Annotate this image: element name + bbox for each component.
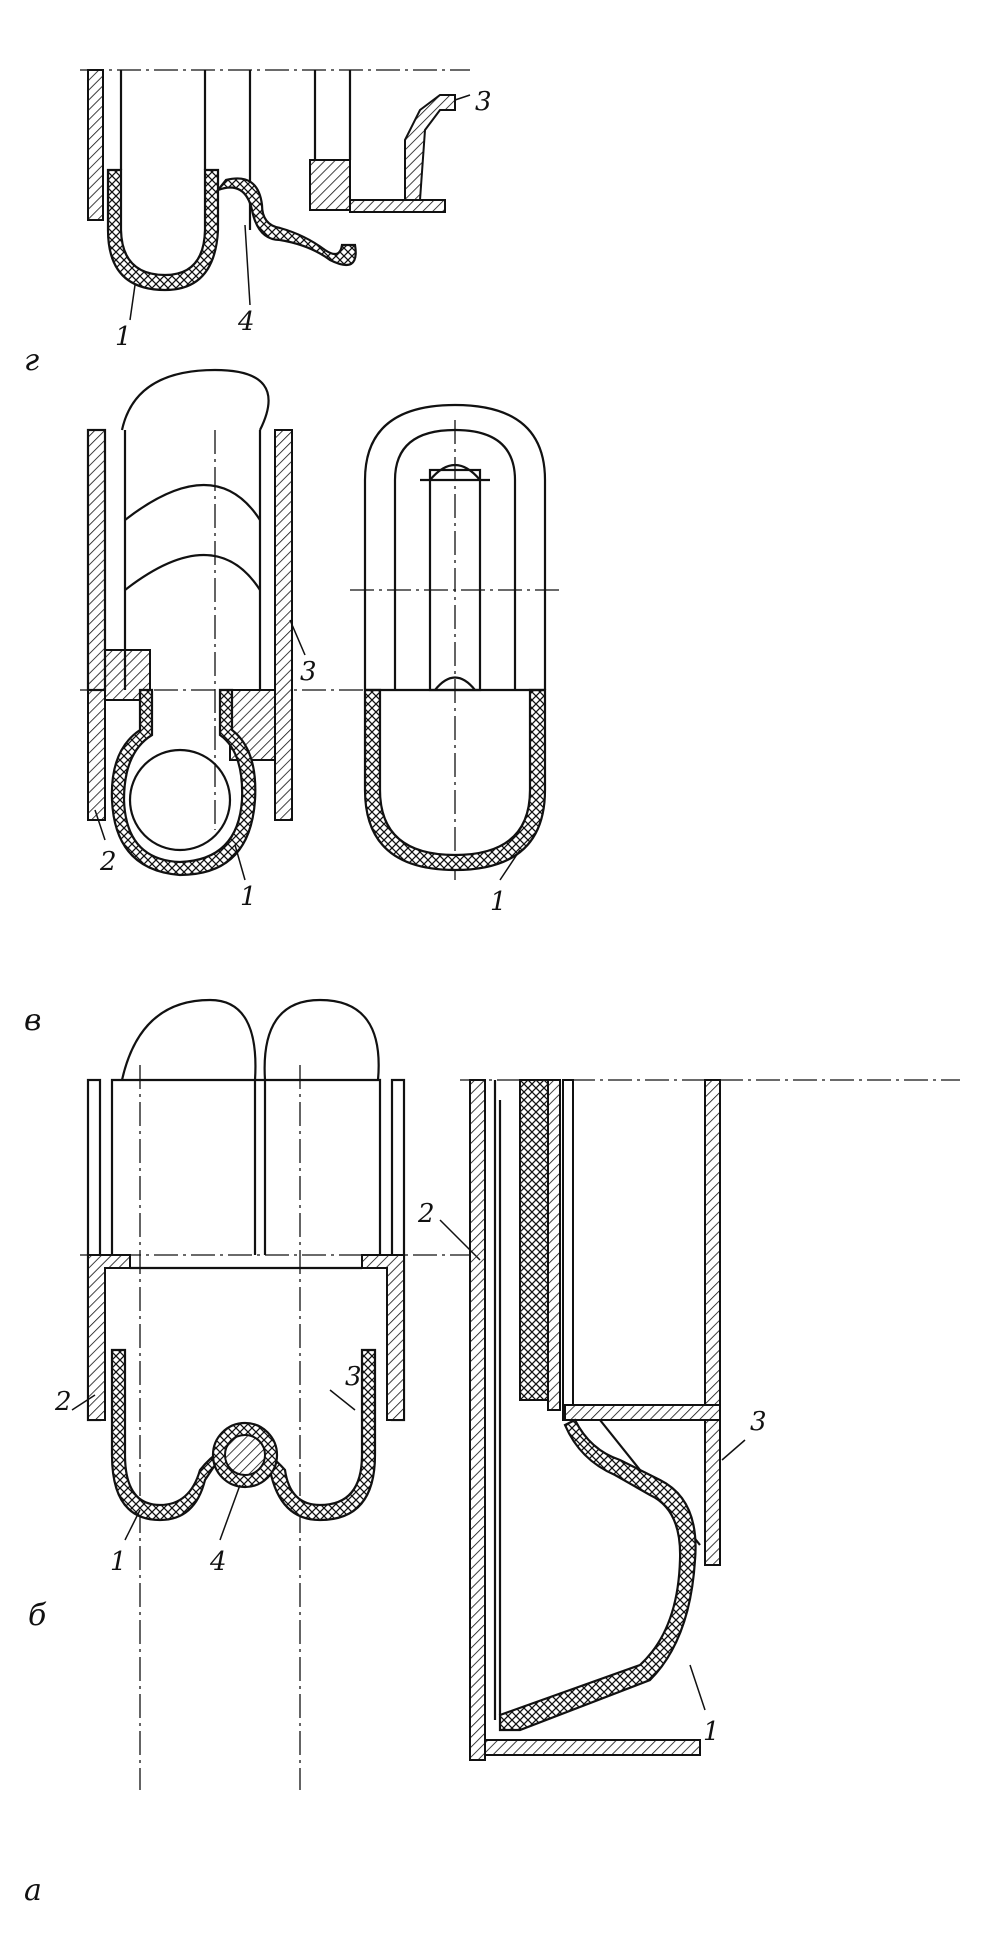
panel-g-sleeve-spring: 1 4 3 г (24, 69, 492, 378)
part-number-2: 2 (417, 1199, 435, 1229)
outline (110, 1078, 382, 1255)
leader-line (689, 1664, 706, 1711)
panel-label-v: в (24, 1003, 41, 1038)
leader-line (71, 1394, 96, 1411)
piston-wall (564, 1404, 721, 1421)
outline (128, 748, 232, 852)
housing-wall (484, 1739, 701, 1756)
leader-line (721, 1439, 746, 1461)
part-number-3: 3 (300, 657, 317, 687)
steel-layer (547, 1079, 561, 1411)
housing-wall (404, 94, 456, 201)
leader-line (289, 619, 306, 656)
part-number-1: 1 (110, 1547, 127, 1577)
part-number-3: 3 (345, 1362, 362, 1392)
housing-wall (349, 199, 446, 213)
housing-wall (469, 1079, 486, 1761)
outline (429, 464, 481, 481)
rubber-sleeve (106, 168, 220, 292)
leader-line (499, 849, 521, 881)
flange-section (361, 1254, 405, 1421)
outline (434, 676, 476, 691)
girdle-ring-core (224, 1434, 266, 1476)
part-number-4: 4 (237, 307, 255, 337)
outline (124, 553, 261, 591)
part-number-1: 1 (240, 882, 257, 912)
panel-v-plan-view: 1 (350, 403, 560, 917)
flange-section (87, 1254, 131, 1421)
leader-line (124, 1509, 141, 1541)
part-number-3: 3 (475, 87, 492, 117)
outline (428, 468, 482, 692)
leader-line (129, 284, 136, 321)
piston-wall (704, 1079, 721, 1566)
panel-label-a: а (24, 1873, 42, 1908)
outline (124, 483, 261, 521)
outline (86, 428, 107, 692)
rubber-convolution (110, 688, 257, 877)
part-number-1: 1 (490, 887, 507, 917)
panel-label-g: г (24, 343, 39, 378)
outline (562, 1079, 574, 1421)
panel-v-single-bellows: 2 1 3 1 в (24, 368, 560, 1038)
part-number-2: 2 (54, 1387, 72, 1417)
panel-b-rolling-lobe: 2 1 3 б (28, 1079, 960, 1761)
flange-section (87, 69, 104, 221)
part-number-1: 1 (115, 322, 132, 352)
rubber-layer (519, 1079, 549, 1401)
outline (393, 428, 517, 690)
part-number-3: 3 (750, 1407, 767, 1437)
leader-line (94, 809, 106, 841)
flange-section (274, 429, 293, 821)
panel-label-b: б (28, 1598, 47, 1633)
outline (363, 403, 547, 690)
outline (120, 368, 270, 431)
rubber-lobe (498, 1418, 697, 1732)
outline (120, 998, 257, 1081)
leader-line (329, 1389, 356, 1411)
part-number-2: 2 (99, 847, 117, 877)
leader-line (234, 844, 246, 881)
rubber-cord-shell (110, 1348, 377, 1522)
leader-line (439, 1219, 481, 1261)
part-number-4: 4 (209, 1547, 227, 1577)
leader-line (244, 224, 251, 306)
housing-wall (309, 159, 351, 211)
flange-section (87, 429, 106, 821)
outline (263, 998, 380, 1081)
leader-line (219, 1484, 241, 1541)
part-number-1: 1 (703, 1717, 720, 1747)
wavy-sleeve (214, 177, 357, 267)
panel-a-twin-bellows: 2 1 4 3 а (24, 998, 470, 1908)
leader-line (454, 94, 471, 101)
